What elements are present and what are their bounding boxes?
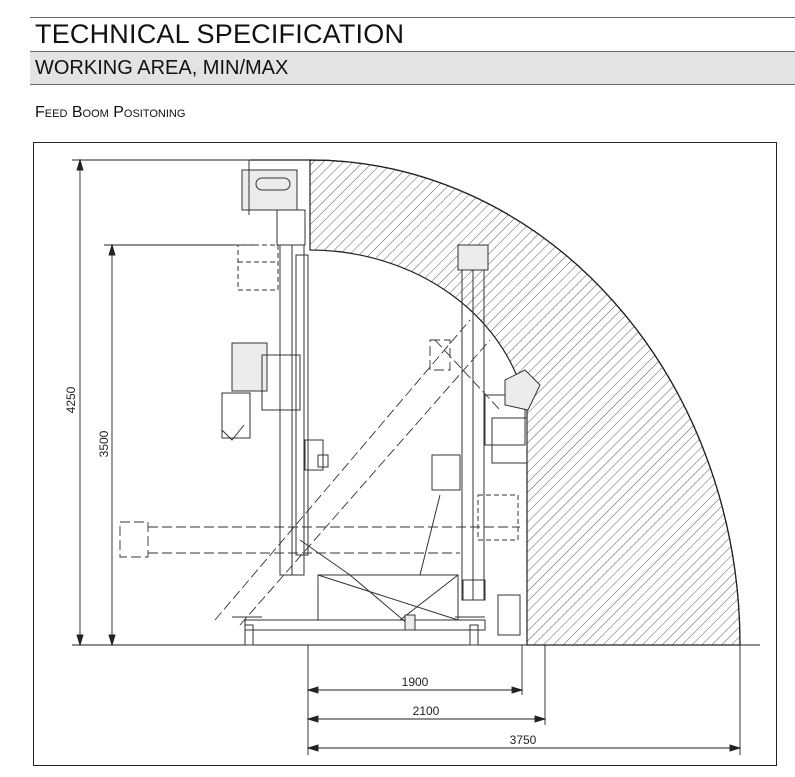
dimension-height-min [104,243,255,647]
dimension-reach-lines [306,645,742,755]
section-heading: Feed Boom Positoning [35,104,186,121]
dimension-label-reach-1: 1900 [402,675,429,689]
boom-right-min-position [431,244,541,601]
drawing-frame [33,142,777,766]
boom-dashed-projections [119,319,520,626]
dimension-label-reach-2: 2100 [413,704,440,718]
page-subtitle: WORKING AREA, MIN/MAX [35,57,289,79]
carrier-base [232,494,521,646]
title-rule [30,51,795,52]
subtitle-bar [30,52,795,84]
page-title: TECHNICAL SPECIFICATION [35,19,405,49]
dimension-label-reach-3: 3750 [510,733,537,747]
dimension-label-height-min: 3500 [97,430,111,457]
subtitle-rule [30,84,795,85]
dimension-height-max [72,158,250,647]
top-rule [30,17,795,18]
dimension-label-height-max: 4250 [64,386,78,413]
outer-reach-arc [250,159,741,646]
